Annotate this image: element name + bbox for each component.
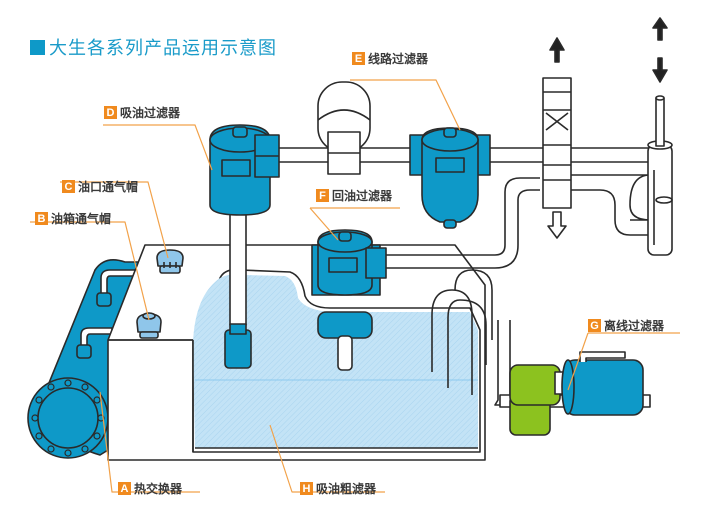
filler-breather-cap xyxy=(156,249,184,274)
label-text: 线路过滤器 xyxy=(368,52,429,66)
title-text: 大生各系列产品运用示意图 xyxy=(49,38,277,59)
label-badge: H xyxy=(300,482,313,495)
label-text: 热交换器 xyxy=(134,482,183,496)
oil-tank xyxy=(107,244,486,461)
hydraulic-cylinder xyxy=(571,17,673,256)
label-heat-exchanger: A 热交换器 xyxy=(118,480,182,497)
label-suction-strainer: H 吸油粗滤器 xyxy=(300,480,376,497)
label-text: 吸油过滤器 xyxy=(120,106,181,120)
label-filler-breather: C 油口通气帽 xyxy=(62,178,138,195)
label-text: 离线过滤器 xyxy=(604,319,665,333)
suction-filter xyxy=(209,124,280,369)
pressure-line xyxy=(279,81,650,175)
label-badge: A xyxy=(118,482,131,495)
label-badge: E xyxy=(352,52,365,65)
label-suction-filter: D 吸油过滤器 xyxy=(104,104,180,121)
title-square-icon xyxy=(30,39,45,55)
label-text: 吸油粗滤器 xyxy=(316,482,377,496)
label-badge: F xyxy=(316,189,329,202)
offline-filter-pump xyxy=(431,269,651,436)
label-tank-breather: B 油箱通气帽 xyxy=(35,210,111,227)
label-text: 油箱通气帽 xyxy=(51,212,112,226)
label-text: 回油过滤器 xyxy=(332,189,393,203)
line-filter xyxy=(409,127,491,229)
label-badge: D xyxy=(104,106,117,119)
label-badge: C xyxy=(62,180,75,193)
label-badge: B xyxy=(35,212,48,225)
label-text: 油口通气帽 xyxy=(78,180,139,194)
label-offline-filter: G 离线过滤器 xyxy=(588,317,664,334)
tank-breather-cap xyxy=(136,312,162,339)
label-line-filter: E 线路过滤器 xyxy=(352,50,428,67)
label-badge: G xyxy=(588,319,601,332)
diagram-title: 大生各系列产品运用示意图 xyxy=(30,36,277,59)
label-return-filter: F 回油过滤器 xyxy=(316,187,392,204)
return-filter xyxy=(311,177,540,371)
directional-valve xyxy=(542,37,572,239)
leader-lines xyxy=(30,79,680,493)
